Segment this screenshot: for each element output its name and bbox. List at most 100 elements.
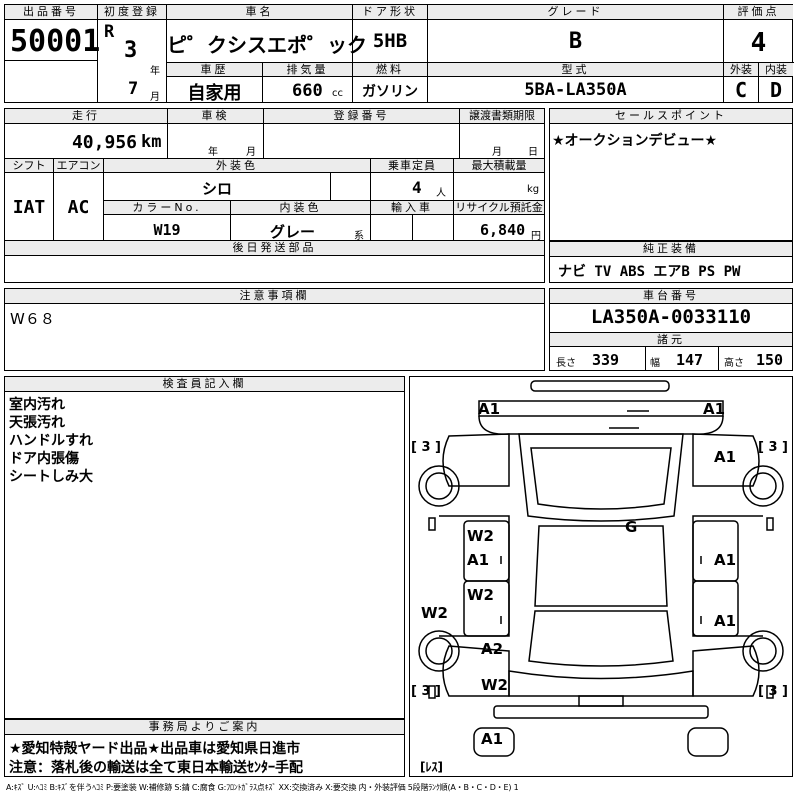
damage-mark: W2 [421,604,448,622]
shift-label: シフト [5,159,53,173]
lot-number: 50001 [10,24,101,59]
regno-label: 登録番号 [264,109,459,124]
fuel-label: 燃料 [353,63,427,77]
interior-grade: D [769,78,783,102]
sales-point-text: ★オークションデビュー★ [552,133,718,149]
office-line: 注意：落札後の輸送は全て東日本輸送ｾﾝﾀｰ手配 [9,760,303,776]
damage-mark: W2 [467,527,494,545]
exterior-grade: C [734,78,748,102]
mileage-unit: km [141,132,162,152]
damage-mark: A1 [703,400,726,418]
aircon-value: AC [67,197,90,218]
tire-label: [ 3 ] [411,440,441,455]
registration-month: 7 [128,79,139,99]
shift-value: IAT [12,197,46,218]
registration-year: 3 [124,38,138,63]
tire-label: [ 3 ] [758,440,788,455]
transfer-day-unit: 日 [528,147,538,158]
office-box [4,719,405,777]
interior-label: 内装 [759,63,793,77]
inspector-line: シートしみ大 [9,469,93,485]
door-label: ドア形状 [353,5,427,20]
registration-era: R [104,22,115,42]
equipment-value: ナビ TV ABS エアB PS PW [558,264,741,280]
mileage-value: 40,956 [71,132,137,153]
model-label: 型式 [428,63,723,77]
equipment-label: 純正装備 [550,242,792,257]
damage-mark: A1 [714,448,737,466]
ext-color-label: 外装色 [104,159,370,173]
model-value: 5BA-LA350A [524,80,627,100]
equipment-box [549,241,793,283]
transfer-month-unit: 月 [492,147,502,158]
displacement-label: 排気量 [263,63,352,77]
capacity-label: 乗車定員 [371,159,453,173]
notes-label: 注意事項欄 [5,289,544,304]
chassis-label: 車台番号 [550,289,792,304]
inspector-box [4,376,405,719]
door-type: 5HB [372,30,408,52]
tire-label: [ 3 ] [758,684,788,699]
max-load-unit: kg [527,184,540,195]
chassis-box [549,288,793,371]
office-label: 事務局よりご案内 [5,720,404,735]
score-value: 4 [750,28,767,58]
car-name: ピ゜クシスエポ゜ック [167,33,367,57]
damage-mark: A1 [481,730,504,748]
chassis-number: LA350A-0033110 [590,306,752,328]
exterior-label: 外装 [724,63,758,77]
tire-label: [ﾚｽ] [420,760,443,774]
damage-mark: A1 [478,400,501,418]
int-color-value: グレー [270,223,316,241]
grade-label: グレード [428,5,723,20]
int-color-suffix: 系 [354,231,364,242]
later-parts-label: 後日発送部品 [5,241,544,256]
sales-point-box [549,108,793,241]
history-label: 車歴 [167,63,262,77]
inspection-label: 車検 [168,109,263,124]
capacity-unit: 人 [436,188,446,199]
inspector-line: 天張汚れ [9,415,65,431]
car-diagram [418,380,784,757]
fuel-value: ガソリン [362,84,418,100]
inspector-line: 室内汚れ [9,397,65,413]
damage-mark: G [625,518,638,536]
aircon-label: エアコン [54,159,103,173]
height-value: 150 [756,351,784,369]
specs-label: 諸元 [550,333,792,347]
damage-mark: A2 [481,640,504,658]
inspector-line: ハンドルすれ [9,433,93,449]
inspector-line: ドア内張傷 [9,451,79,467]
mileage-label: 走行 [5,109,167,124]
notes-value: W６８ [10,310,55,328]
car-diagram-box [409,376,793,777]
length-value: 339 [592,351,620,369]
length-label: 長さ [556,358,576,369]
legend-text: A:ｷｽﾞ U:ﾍｺﾐ B:ｷｽﾞを伴うﾍｺﾐ P:要塗装 W:補修跡 S:錆 … [6,783,519,792]
ext-color-value: シロ [201,180,232,198]
width-value: 147 [676,351,704,369]
recycle-value: 6,840 [480,221,526,239]
damage-mark: A1 [714,551,737,569]
car-name-label: 車名 [167,5,352,20]
inspection-month-unit: 月 [246,147,256,158]
displacement-unit: cc [332,88,343,99]
damage-mark: W2 [467,586,494,604]
year-unit: 年 [150,66,160,77]
grade-value: B [568,29,583,54]
recycle-label: リサイクル預託金 [454,201,544,215]
sales-point-label: セールスポイント [550,109,792,124]
registration-label: 初度登録 [98,5,166,20]
height-label: 高さ [724,358,744,369]
inspector-label: 検査員記入欄 [5,377,404,392]
damage-mark: A1 [714,612,737,630]
int-color-label: 内装色 [231,201,370,215]
office-line: ★愛知特殻ヤード出品★出品車は愛知県日進市 [9,741,301,757]
width-label: 幅 [650,358,660,369]
top-info-grid [4,4,793,103]
transfer-label: 譲渡書類期限 [460,109,544,124]
displacement-value: 660 [292,81,323,101]
damage-mark: W2 [481,676,508,694]
max-load-label: 最大積載量 [454,159,544,173]
tire-label: [ 3 ] [411,684,441,699]
